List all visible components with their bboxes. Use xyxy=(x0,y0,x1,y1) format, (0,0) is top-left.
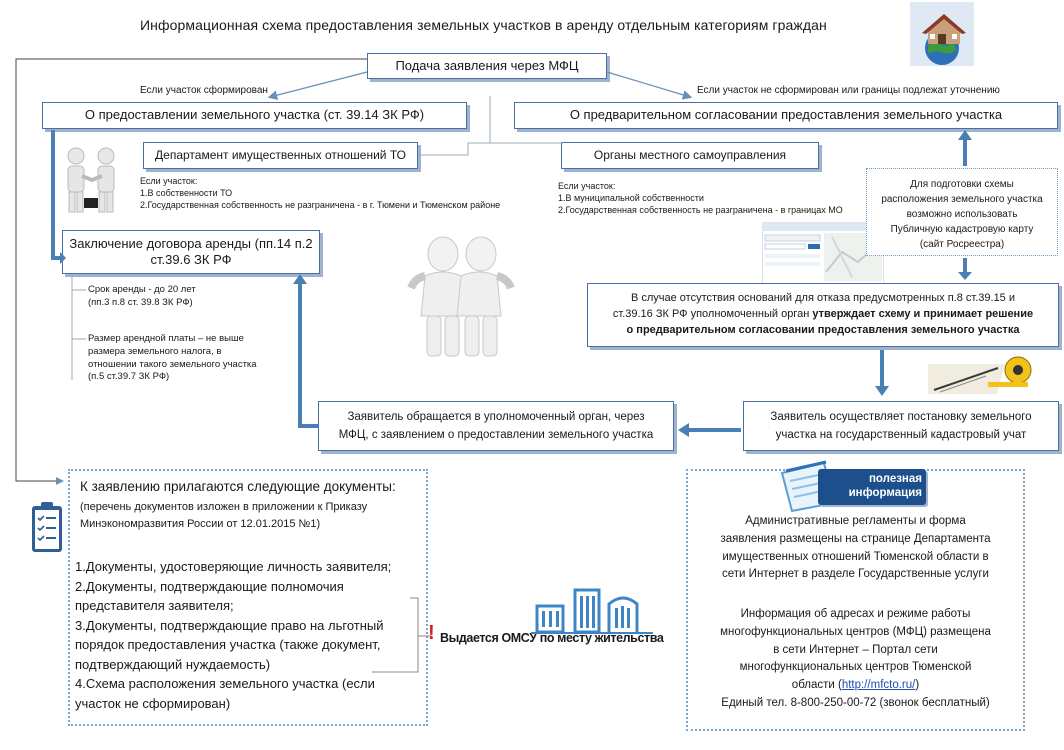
white-figures-illustration xyxy=(407,236,515,357)
measuring-tools-icon xyxy=(928,356,1032,394)
required-documents-box: К заявлению прилагаются следующие докуме… xyxy=(68,469,428,726)
branch-left-label: Если участок сформирован xyxy=(140,85,268,96)
approval-decision-box: В случае отсутствия оснований для отказа… xyxy=(587,283,1059,347)
omsu-note: Выдается ОМСУ по месту жительства xyxy=(440,631,664,645)
list-item: участок не сформирован) xyxy=(75,695,231,711)
house-globe-icon xyxy=(910,2,974,66)
list-item: подтверждающий нуждаемость) xyxy=(75,656,271,672)
useful-info-badge: полезная информация xyxy=(778,455,928,513)
hotline-phone: Единый тел. 8-800-250-00-72 (звонок бесп… xyxy=(721,697,990,710)
list-item: представителя заявителя; xyxy=(75,598,234,613)
handshake-people-icon xyxy=(67,147,115,213)
documents-heading: К заявлению прилагаются следующие докуме… xyxy=(80,479,396,494)
list-item: 2.Документы, подтверждающие полномочия xyxy=(75,578,344,594)
applicant-request-box: Заявитель обращается в уполномоченный ор… xyxy=(318,401,674,451)
useful-info-paragraph-1: Административные регламенты и форма заяв… xyxy=(720,515,991,581)
local-government-box: Органы местного самоуправления xyxy=(561,142,819,169)
city-buildings-icon xyxy=(531,588,653,634)
documents-note: (перечень документов изложен в приложени… xyxy=(80,501,368,531)
right-main-box: О предварительном согласовании предостав… xyxy=(514,102,1058,129)
lease-contract-box: Заключение договора аренды (пп.14 п.2 ст… xyxy=(62,230,320,274)
documents-list: 1.Документы, удостоверяющие личность зая… xyxy=(75,557,391,713)
rent-size-text: Размер арендной платы – не выше размера … xyxy=(88,333,257,383)
page-title: Информационная схема предоставления земе… xyxy=(140,17,827,33)
list-item: 1.Документы, удостоверяющие личность зая… xyxy=(75,559,392,574)
lease-term-text: Срок аренды - до 20 лет (пп.3 п.8 ст. 39… xyxy=(88,284,196,308)
list-item: 4.Схема расположения земельного участка … xyxy=(75,676,375,691)
branch-right-label: Если участок не сформирован или границы … xyxy=(697,85,1000,96)
cadastral-registration-box: Заявитель осуществляет постановку земель… xyxy=(743,401,1059,451)
omsu-exclamation-mark: ! xyxy=(428,622,435,644)
checklist-clipboard-icon xyxy=(32,502,62,552)
mfc-submission-box: Подача заявления через МФЦ xyxy=(367,53,607,79)
local-government-conditions: Если участок: 1.В муниципальной собствен… xyxy=(558,181,843,216)
mfc-portal-link[interactable]: http://mfcto.ru/ xyxy=(841,679,916,692)
department-conditions: Если участок: 1.В собственности ТО 2.Гос… xyxy=(140,176,501,211)
useful-info-box: Административные регламенты и форма заяв… xyxy=(686,469,1025,731)
list-item: порядок предоставления участка (также до… xyxy=(75,637,381,652)
left-main-box: О предоставлении земельного участка (ст.… xyxy=(42,102,467,129)
useful-info-paragraph-2: Информация об адресах и режиме работы мн… xyxy=(688,606,1023,713)
list-item: 3.Документы, подтверждающие право на льг… xyxy=(75,617,384,633)
department-box: Департамент имущественных отношений ТО xyxy=(143,142,418,169)
public-cadastral-map-box: Для подготовки схемы расположения земель… xyxy=(866,168,1058,256)
